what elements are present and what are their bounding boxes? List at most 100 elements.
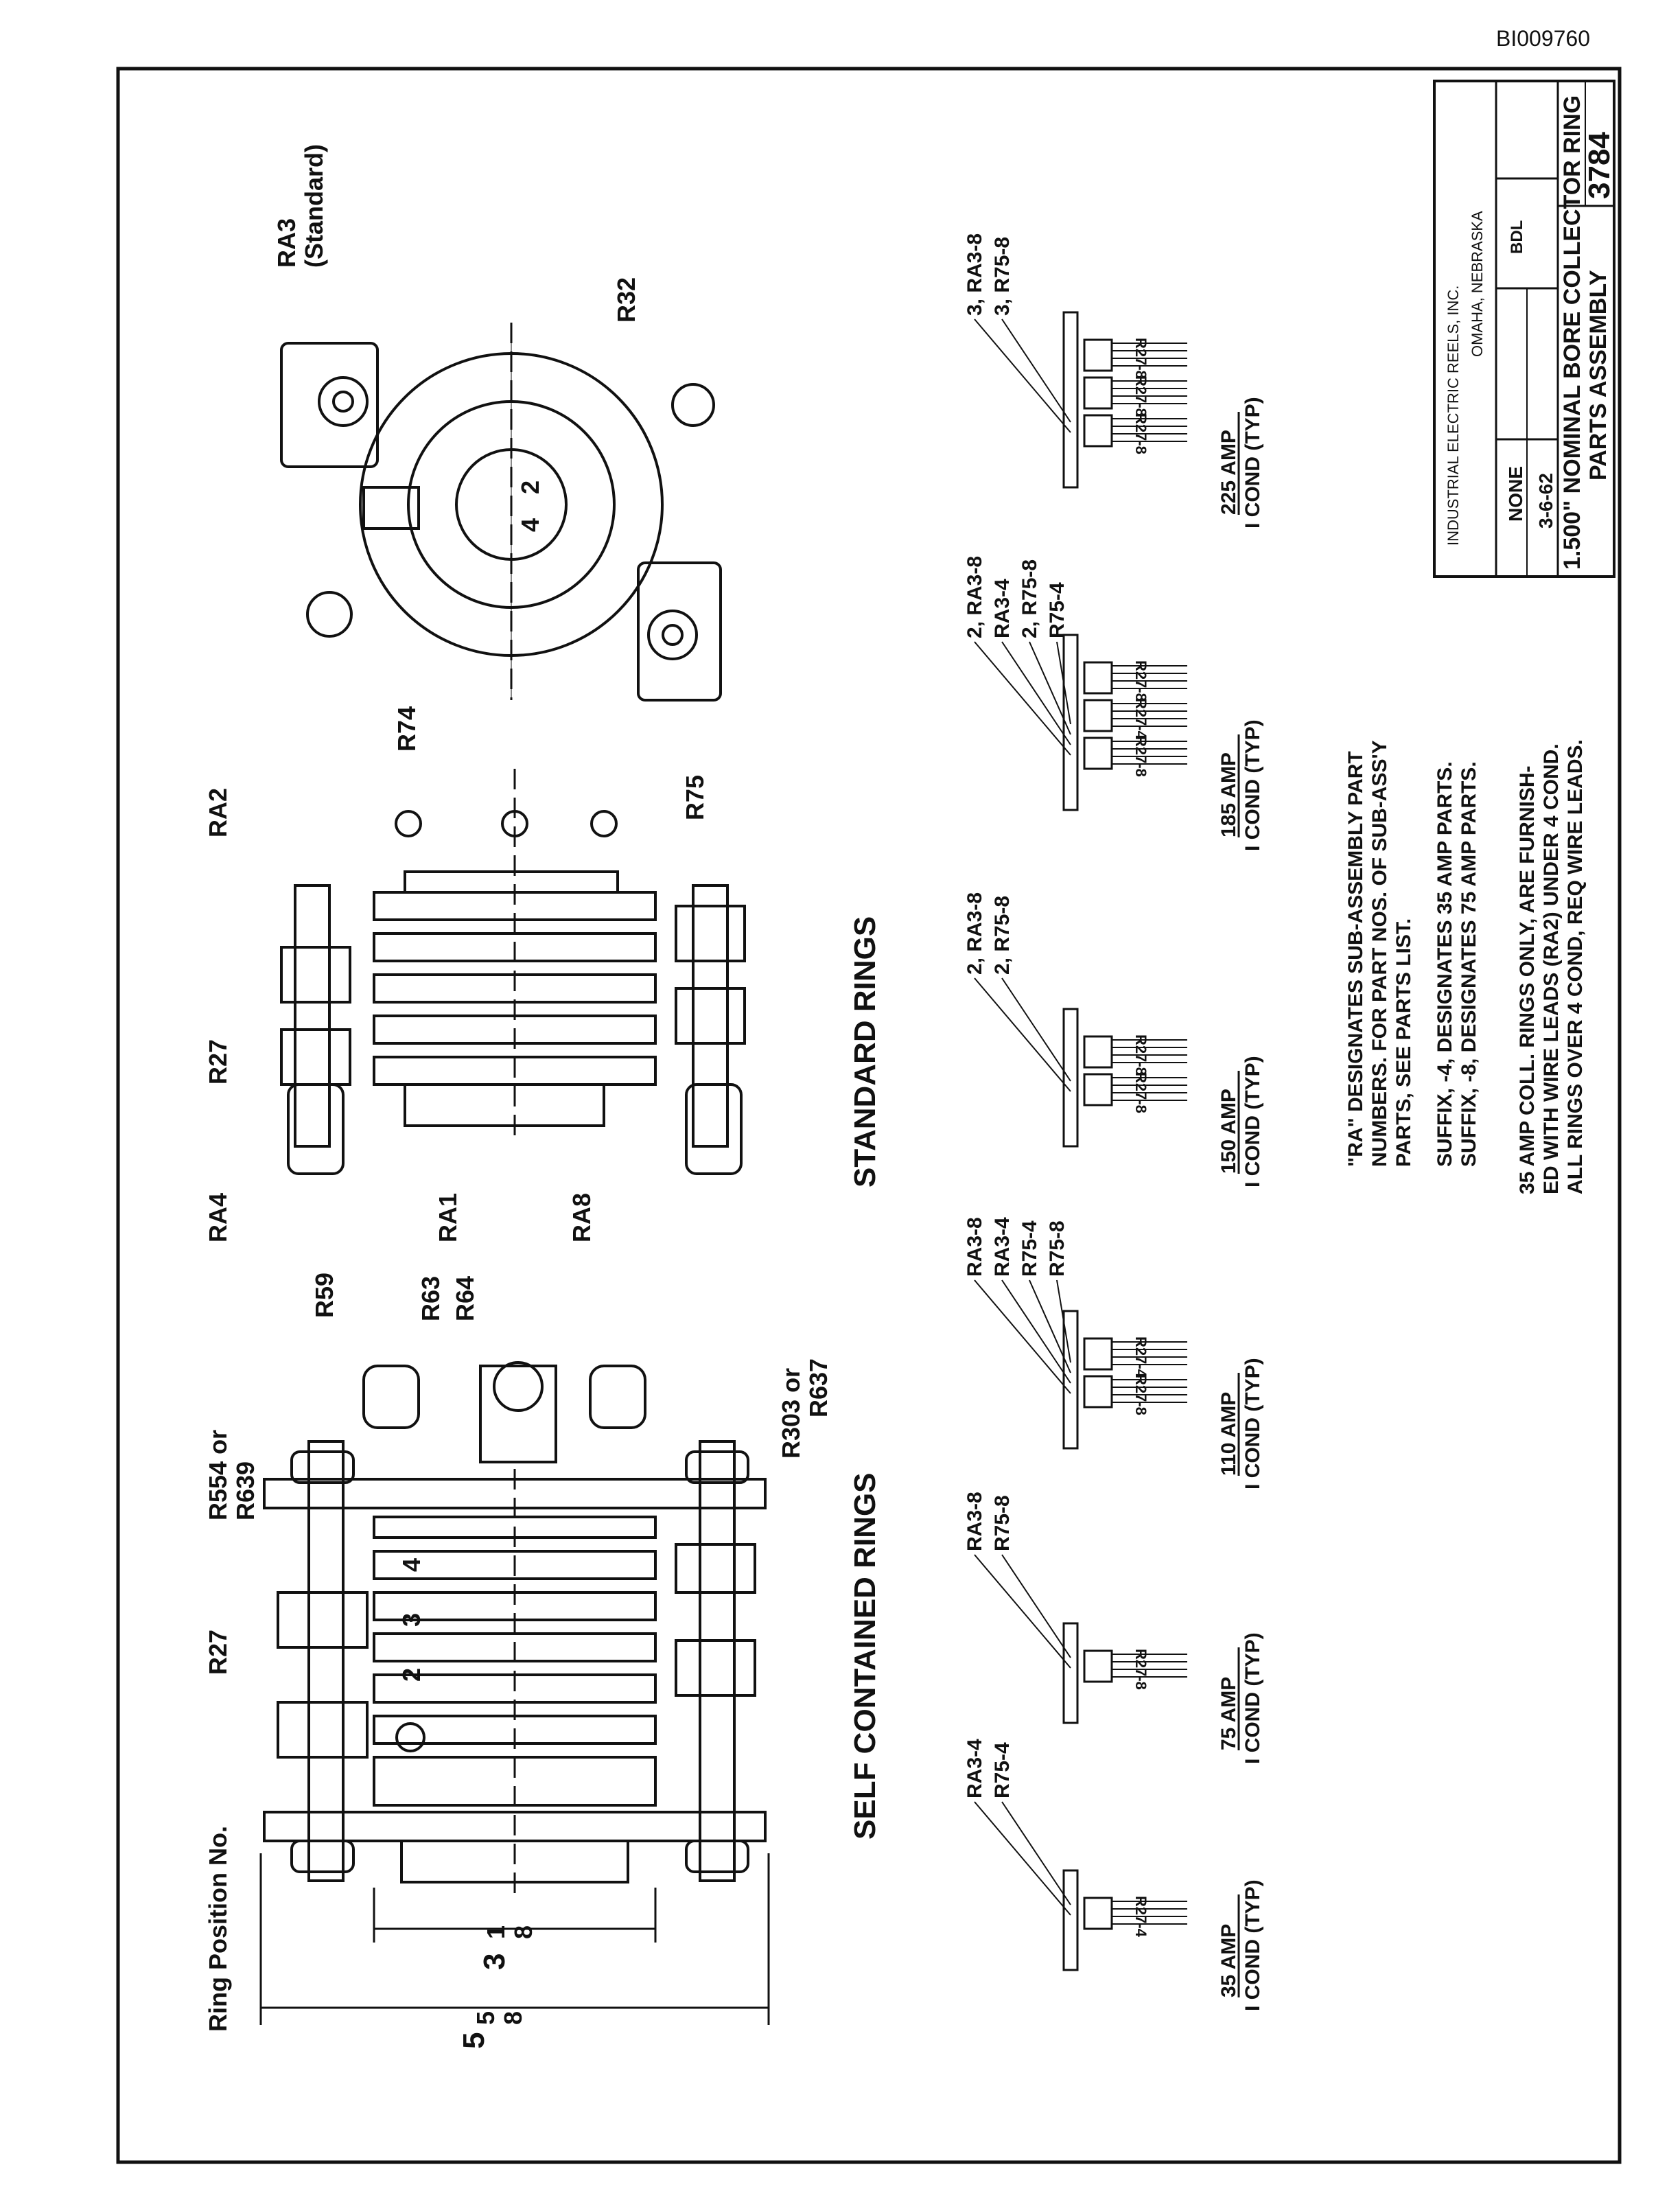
detail-6-ring-3: R27-8 [1132, 338, 1150, 379]
label-ring-position: Ring Position No. [204, 1826, 232, 2032]
label-r59: R59 [310, 1273, 338, 1318]
title-block: INDUSTRIAL ELECTRIC REELS, INC. OMAHA, N… [1433, 80, 1616, 578]
detail-6-ring-1: R27-8 [1132, 413, 1150, 454]
label-r63: R63 [417, 1276, 445, 1321]
label-r75: R75 [681, 775, 709, 820]
detail-3-callout-2: RA3-4 [991, 1217, 1014, 1277]
dim-overall-den: 8 [499, 2011, 527, 2025]
drawing-title-line1: 1.500" NOMINAL BORE COLLECTOR RING [1559, 95, 1585, 570]
detail-5-callout-1: 2, RA3-8 [964, 556, 986, 638]
detail-3-callout-3: R75-4 [1018, 1220, 1041, 1277]
label-r637: R637 [804, 1358, 832, 1417]
detail-3-cond: I COND (TYP) [1241, 1358, 1264, 1489]
detail-2-ring-1: R27-8 [1132, 1649, 1150, 1690]
drawing-number: 3784 [1583, 132, 1616, 199]
label-r32: R32 [612, 277, 640, 323]
company-name: INDUSTRIAL ELECTRIC REELS, INC. [1445, 286, 1462, 546]
label-r554: R554 or [204, 1430, 232, 1520]
standard-view [280, 769, 746, 1175]
detail-4-callout-1: 2, RA3-8 [964, 892, 986, 975]
notes: "RA" DESIGNATES SUB-ASSEMBLY PART NUMBER… [1344, 739, 1587, 1194]
label-r64: R64 [451, 1276, 479, 1321]
detail-1-callout-2: R75-4 [991, 1742, 1014, 1798]
label-ra8: RA8 [568, 1193, 596, 1242]
detail-5-callout-4: R75-4 [1046, 582, 1069, 638]
label-ra3: RA3 [272, 218, 301, 268]
label-r303: R303 or [777, 1368, 805, 1459]
dim-inner-den: 8 [509, 1925, 537, 1939]
note-3a: 35 AMP COLL. RINGS ONLY, ARE FURNISH- [1516, 765, 1539, 1194]
detail-5-callout-2: RA3-4 [991, 579, 1014, 638]
detail-1-ring-1: R27-4 [1132, 1896, 1150, 1938]
label-ra4: RA4 [204, 1193, 232, 1242]
detail-4-ring-2: R27-8 [1132, 1034, 1150, 1076]
note-2b: SUFFIX, -8, DESIGNATES 75 AMP PARTS. [1458, 761, 1480, 1167]
detail-1-rating: 35 AMP [1217, 1924, 1240, 1997]
dim-overall-num: 5 [471, 2011, 500, 2025]
detail-6-callout-1: 3, RA3-8 [964, 233, 986, 316]
detail-3-ring-2: R27-4 [1132, 1336, 1150, 1378]
note-3c: ALL RINGS OVER 4 COND, REQ WIRE LEADS. [1564, 739, 1587, 1194]
drawing-title-line2: PARTS ASSEMBLY [1585, 270, 1611, 480]
detail-4-rating: 150 AMP [1217, 1089, 1240, 1174]
detail-6-rating: 225 AMP [1217, 430, 1240, 515]
detail-2-rating: 75 AMP [1217, 1677, 1240, 1750]
detail-4-ring-1: R27-8 [1132, 1072, 1150, 1113]
note-3b: ED WITH WIRE LEADS (RA2) UNDER 4 COND. [1540, 743, 1563, 1194]
detail-5-callout-3: 2, R75-8 [1018, 559, 1041, 638]
detail-6-callout-2: 3, R75-8 [991, 237, 1014, 316]
caption-self-contained: SELF CONTAINED RINGS [848, 1472, 882, 1840]
note-1b: NUMBERS. FOR PART NOS. OF SUB-ASS'Y [1368, 740, 1391, 1167]
dim-inner-whole: 3 [478, 1954, 511, 1970]
drawing-border [116, 67, 1622, 2164]
label-r74: R74 [393, 706, 421, 752]
detail-5-rating: 185 AMP [1217, 752, 1240, 837]
label-r639: R639 [231, 1461, 259, 1520]
detail-3-callout-1: RA3-8 [964, 1217, 986, 1277]
ring-number-2: 2 [397, 1668, 425, 1682]
detail-3-rating: 110 AMP [1217, 1392, 1240, 1476]
detail-1-callout-1: RA3-4 [964, 1739, 986, 1798]
detail-4-callout-2: 2, R75-8 [991, 896, 1014, 975]
detail-6-ring-2: R27-8 [1132, 375, 1150, 417]
end-view-dim: 4 [516, 518, 544, 532]
detail-5-cond: I COND (TYP) [1241, 719, 1264, 851]
label-r27-standard: R27 [204, 1039, 232, 1085]
label-ra1: RA1 [434, 1193, 462, 1242]
detail-5-ring-1: R27-8 [1132, 736, 1150, 777]
detail-1-cond: I COND (TYP) [1241, 1879, 1264, 2011]
ring-number-3: 3 [397, 1613, 425, 1627]
dimension-lines [259, 1853, 770, 2025]
drawn-by-value: BDL [1508, 220, 1526, 254]
note-1c: PARTS, SEE PARTS LIST. [1392, 918, 1415, 1167]
end-view-dim-half: 2 [516, 480, 544, 494]
ring-number-4: 4 [397, 1558, 425, 1572]
caption-standard: STANDARD RINGS [848, 916, 882, 1187]
detail-2-callout-2: R75-8 [991, 1495, 1014, 1551]
detail-2-callout-1: RA3-8 [964, 1492, 986, 1551]
label-r27-self: R27 [204, 1630, 232, 1675]
dim-inner-num: 1 [482, 1925, 510, 1939]
note-2a: SUFFIX, -4, DESIGNATES 35 AMP PARTS. [1434, 761, 1456, 1167]
detail-4-cond: I COND (TYP) [1241, 1056, 1264, 1187]
detail-5-ring-3: R27-8 [1132, 660, 1150, 702]
date-value: 3-6-62 [1535, 473, 1556, 529]
self-contained-view [263, 1361, 767, 1894]
label-standard-note: (Standard) [300, 144, 328, 268]
label-ra2: RA2 [204, 788, 232, 837]
company-location: OMAHA, NEBRASKA [1469, 211, 1486, 357]
detail-3-callout-4: R75-8 [1046, 1220, 1069, 1277]
detail-5-ring-2: R27-4 [1132, 698, 1150, 740]
dim-overall-whole: 5 [457, 2032, 491, 2049]
document-id: BI009760 [1496, 26, 1591, 51]
detail-2-cond: I COND (TYP) [1241, 1632, 1264, 1764]
detail-3-ring-1: R27-8 [1132, 1374, 1150, 1415]
